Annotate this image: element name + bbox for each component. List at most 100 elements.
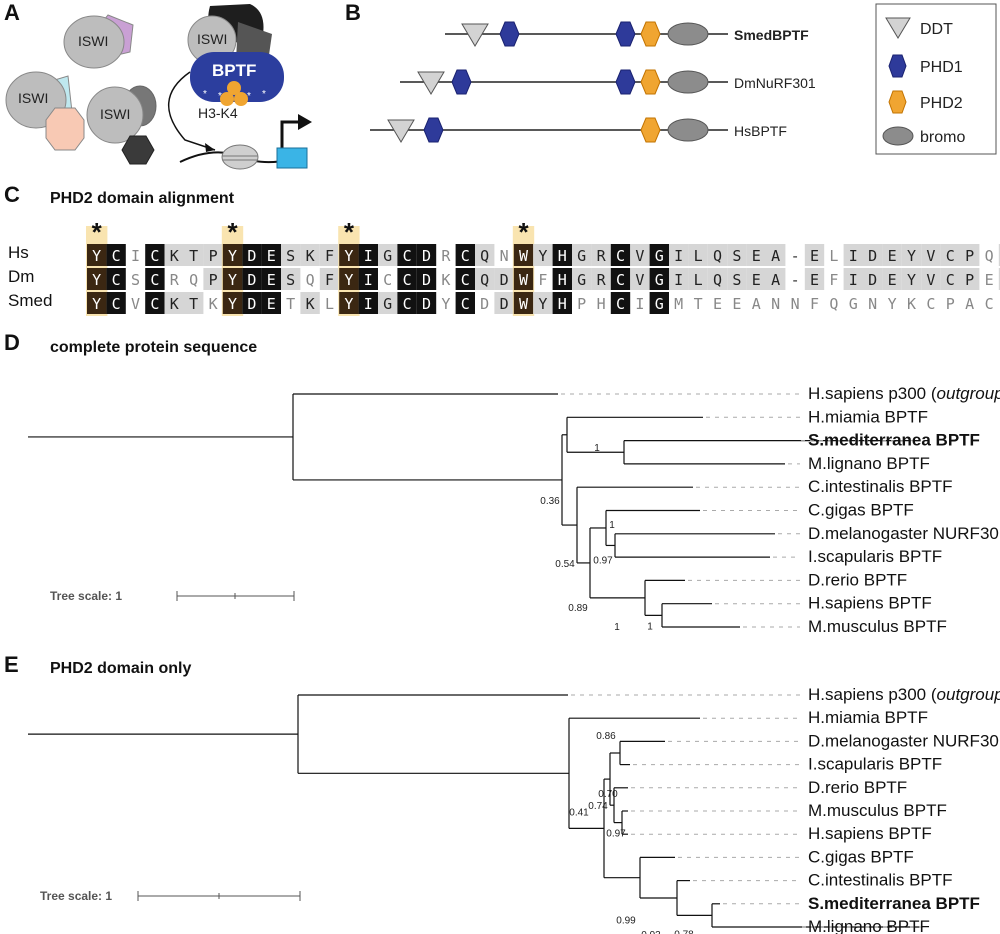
residue-letter: A [752,295,761,313]
residue-cell [533,292,553,314]
phd2-hexagon-icon [640,69,661,95]
iswi-label-1: ISWI [78,33,108,49]
residue-letter: P [209,247,218,265]
residue-cell [901,244,922,266]
support-value: 0.70 [598,789,618,800]
residue-letter: I [849,271,858,289]
residue-letter: E [267,247,276,265]
residue-letter: D [500,271,509,289]
residue-cell [378,244,398,266]
residue-letter: K [170,247,179,265]
support-value: 0.74 [588,801,608,812]
residue-letter: H [558,247,567,265]
residue-letter: C [461,247,470,265]
residue-letter: S [286,247,295,265]
residue-cell [843,244,863,266]
residue-cell [494,292,514,314]
phd1-hexagon-icon [499,21,520,47]
residue-cell [513,244,534,266]
curved-arrow-icon [168,71,216,151]
legend-label-ddt: DDT [920,21,953,38]
residue-letter: G [383,295,392,313]
panel-c-letter: C [4,182,20,207]
residue-cell [300,244,320,266]
residue-cell [552,244,572,266]
residue-cell [222,244,243,266]
bptf-label: BPTF [212,61,256,80]
residue-letter: P [946,295,955,313]
residue-cell [164,244,184,266]
residue-cell [145,244,165,266]
residue-cell [960,244,980,266]
residue-cell [649,244,669,266]
support-value: 0.89 [568,603,588,614]
residue-cell [261,268,281,290]
residue-letter: C [150,247,159,265]
residue-letter: - [791,271,800,289]
sequence-alignment: *YYYCCCISVCCCKRKTQTPPK*YYYDDDEEESSTKQKFF… [86,217,1000,316]
residue-letter: W [519,247,529,265]
leaf-label: S.mediterranea BPTF [808,894,980,913]
star-icon: * [262,89,266,100]
support-value: 0.41 [569,807,589,818]
residue-letter: E [752,271,761,289]
protein-label-hs: HsBPTF [734,123,787,139]
residue-letter: C [403,271,412,289]
residue-letter: Y [441,295,450,313]
residue-letter: - [791,247,800,265]
residue-letter: D [480,295,489,313]
residue-letter: F [829,271,838,289]
support-value: 0.93 [641,930,661,934]
residue-letter: Y [538,247,547,265]
residue-cell [339,292,359,314]
residue-letter: C [985,295,994,313]
panel-d-title: complete protein sequence [50,339,257,356]
support-value: 0.54 [555,559,575,570]
ddt-triangle-icon [417,71,445,95]
residue-cell [669,244,689,266]
residue-cell [688,244,708,266]
residue-cell [455,244,475,266]
residue-letter: D [247,247,256,265]
residue-letter: Q [480,271,489,289]
residue-cell [513,268,534,290]
bromo-ellipse-icon [667,70,709,94]
residue-letter: N [500,247,509,265]
residue-letter: F [810,295,819,313]
transcription-arrow-icon [280,120,300,150]
residue-cell [106,268,126,290]
support-value: 0.97 [606,829,626,840]
residue-letter: H [558,295,567,313]
tree-scale-label-e: Tree scale: 1 [40,889,112,903]
residue-cell [707,244,728,266]
residue-letter: G [577,271,586,289]
residue-letter: K [441,271,450,289]
residue-letter: Y [92,247,101,265]
iswi-label-2: ISWI [18,90,48,106]
legend-phd2-hexagon-icon [888,90,907,114]
tree-scale-d: Tree scale: 1 [50,589,295,603]
residue-letter: C [616,247,625,265]
iswi-subunit-icon [63,15,125,69]
support-value: 1 [609,520,615,531]
residue-cell [416,268,437,290]
residue-letter: T [189,295,198,313]
leaf-label: I.scapularis BPTF [808,547,942,566]
residue-letter: I [674,271,683,289]
star-icon: * [218,91,222,102]
leaf-label: D.rerio BPTF [808,570,907,589]
gene-box [276,147,308,169]
support-value: 0.97 [593,555,613,566]
residue-cell [358,268,378,290]
residue-letter: F [538,271,547,289]
conserved-residue-star-icon: * [344,217,355,247]
residue-cell [766,268,786,290]
residue-letter: Y [888,295,897,313]
residue-cell [145,268,165,290]
leaf-label: C.intestinalis BPTF [808,477,953,496]
iswi-label-3: ISWI [100,106,130,122]
residue-cell [572,268,592,290]
residue-letter: N [791,295,800,313]
residue-letter: D [868,271,877,289]
domain-row-dm: DmNuRF301 [400,69,816,95]
